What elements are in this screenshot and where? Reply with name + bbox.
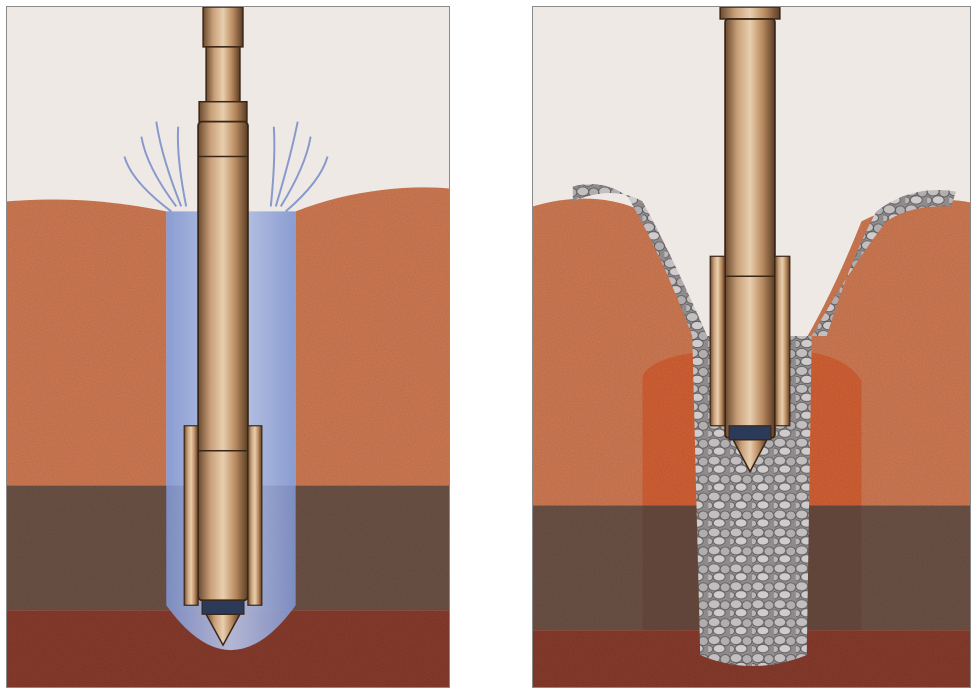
sand-layer-left <box>7 199 166 485</box>
sand-layer-right <box>296 187 449 485</box>
penetration-illustration <box>7 7 449 687</box>
panel-stone-column <box>532 6 971 688</box>
stone-column-illustration <box>533 7 970 687</box>
panel-penetration <box>6 6 450 688</box>
